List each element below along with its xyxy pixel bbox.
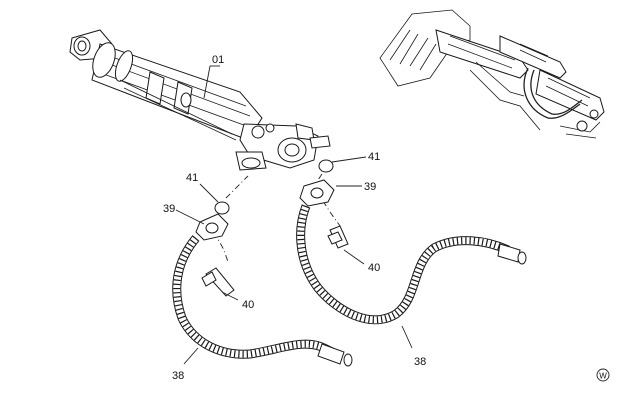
watermark-letter: W <box>599 372 607 381</box>
leader-38-right <box>401 325 413 349</box>
flange-right <box>299 179 335 207</box>
o-ring-left <box>214 201 230 215</box>
hose-right <box>296 204 527 325</box>
callout-38-left: 38 <box>172 370 184 382</box>
callout-39-left: 39 <box>163 203 175 215</box>
callout-41-left: 41 <box>186 172 198 184</box>
leader-40-left <box>221 291 239 301</box>
o-ring-right <box>318 159 334 173</box>
flange-left <box>195 213 229 241</box>
callout-40-right: 40 <box>368 262 380 274</box>
leader-41-left <box>199 183 219 203</box>
callout-39-right: 39 <box>364 181 376 193</box>
leader-38-left <box>183 347 199 365</box>
hose-left <box>172 235 353 367</box>
bolt-left <box>201 267 235 297</box>
callout-38-right: 38 <box>414 356 426 368</box>
assembly-line-left <box>225 175 249 199</box>
bolt-right <box>327 225 349 249</box>
assembly-line-right-bolt <box>315 189 341 227</box>
leader-39-left <box>175 209 205 225</box>
callout-41-right: 41 <box>368 151 380 163</box>
leader-41-right <box>331 156 367 163</box>
assembly-line-right <box>317 173 323 181</box>
assembly-line-left-bolt <box>213 231 229 263</box>
callout-40-left: 40 <box>242 299 254 311</box>
callout-01: 01 <box>212 54 224 66</box>
inset-location-view <box>379 9 605 139</box>
leader-01 <box>203 65 211 99</box>
watermark-badge: W <box>596 368 610 382</box>
leader-40-right <box>343 249 365 265</box>
hydraulic-cylinder <box>69 29 331 171</box>
